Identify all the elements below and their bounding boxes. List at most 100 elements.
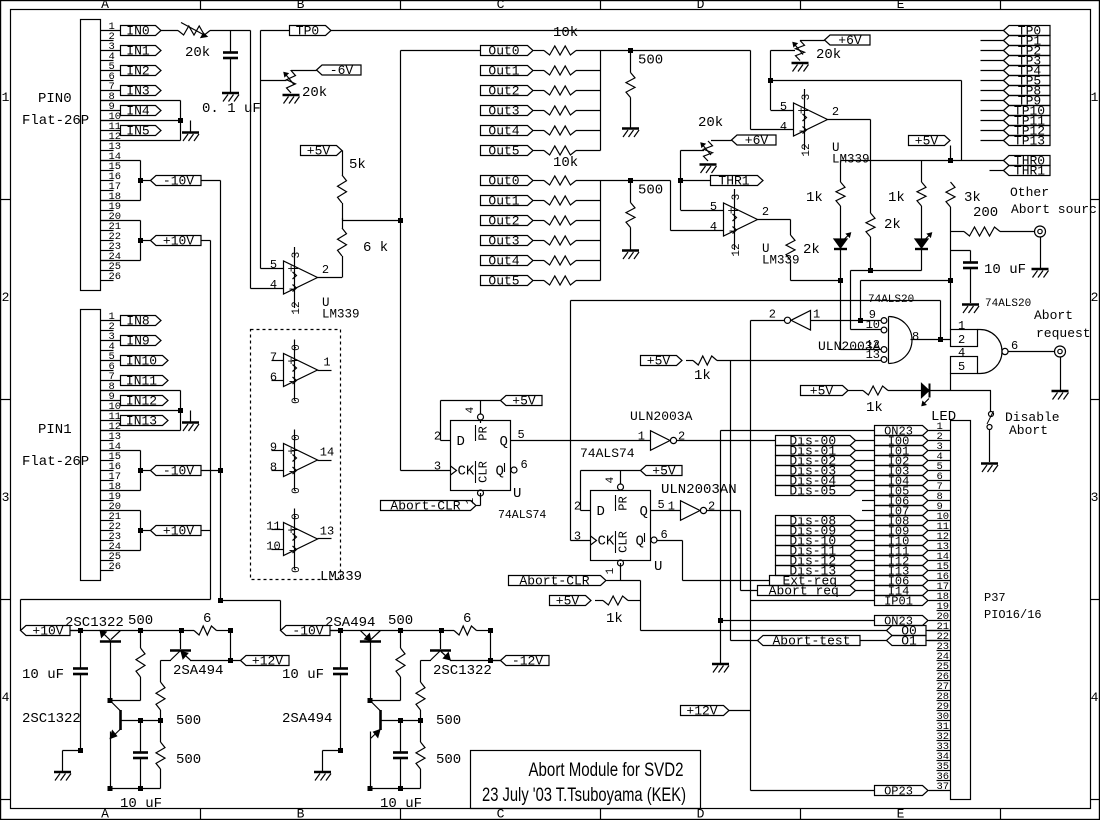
svg-text:4: 4	[2, 690, 10, 705]
svg-text:THR1: THR1	[1014, 164, 1045, 179]
svg-text:IN13: IN13	[126, 414, 157, 429]
svg-text:U: U	[513, 486, 521, 502]
svg-text:IN11: IN11	[126, 374, 157, 389]
svg-text:6: 6	[661, 528, 668, 542]
svg-text:2: 2	[678, 430, 685, 444]
svg-text:6: 6	[463, 611, 471, 627]
svg-text:19: 19	[109, 201, 122, 213]
svg-text:+5V: +5V	[647, 354, 671, 369]
svg-text:9: 9	[109, 391, 115, 403]
svg-text:+: +	[288, 524, 295, 538]
svg-text:14: 14	[937, 551, 950, 563]
svg-text:CK: CK	[458, 464, 475, 480]
svg-text:THR1: THR1	[718, 174, 749, 189]
svg-text:1: 1	[2, 90, 10, 105]
svg-text:23 July '03 T.Tsuboyama (KEK): 23 July '03 T.Tsuboyama (KEK)	[482, 785, 686, 806]
svg-text:21: 21	[109, 221, 122, 233]
svg-text:6: 6	[109, 361, 115, 373]
svg-text:20k: 20k	[302, 85, 327, 101]
svg-text:3: 3	[109, 331, 115, 343]
svg-text:+5V: +5V	[810, 384, 834, 399]
svg-text:29: 29	[937, 701, 950, 713]
svg-text:Dis-12: Dis-12	[789, 554, 836, 569]
svg-text:+12V: +12V	[252, 654, 283, 669]
svg-text:9: 9	[937, 501, 943, 513]
svg-text:15: 15	[937, 561, 950, 573]
svg-text:TP2: TP2	[1018, 44, 1041, 59]
svg-text:IN5: IN5	[126, 124, 149, 139]
svg-text:1: 1	[937, 421, 943, 433]
svg-text:27: 27	[937, 681, 950, 693]
svg-text:IN12: IN12	[126, 394, 157, 409]
svg-text:E: E	[897, 807, 905, 820]
svg-text:5: 5	[518, 428, 525, 442]
svg-text:74ALS74: 74ALS74	[580, 446, 635, 461]
svg-text:B: B	[297, 0, 305, 12]
svg-text:Out2: Out2	[488, 214, 519, 229]
svg-text:+: +	[728, 205, 735, 219]
svg-text:+: +	[288, 355, 295, 369]
svg-text:2SA494: 2SA494	[282, 711, 332, 727]
svg-text:TP12: TP12	[1014, 124, 1045, 139]
svg-text:8: 8	[109, 91, 115, 103]
svg-text:+5V: +5V	[556, 594, 580, 609]
svg-text:22: 22	[109, 521, 122, 533]
svg-text:13: 13	[866, 348, 880, 362]
svg-text:Q: Q	[500, 434, 508, 450]
svg-text:1k: 1k	[866, 400, 883, 416]
svg-text:10 uF: 10 uF	[22, 667, 64, 683]
svg-text:PIO16/16: PIO16/16	[984, 608, 1042, 622]
svg-text:PIN0: PIN0	[38, 91, 72, 107]
svg-text:10 uF: 10 uF	[380, 796, 422, 812]
svg-text:B: B	[297, 807, 305, 820]
svg-text:D: D	[457, 434, 465, 450]
svg-text:2: 2	[109, 321, 115, 333]
svg-text:9: 9	[109, 101, 115, 113]
svg-text:5: 5	[270, 258, 277, 272]
svg-text:0: 0	[291, 513, 303, 520]
svg-text:TP0: TP0	[296, 24, 319, 39]
svg-text:Out1: Out1	[488, 64, 519, 79]
svg-text:+: +	[798, 105, 805, 119]
svg-text:500: 500	[638, 183, 663, 199]
svg-text:17: 17	[109, 181, 122, 193]
svg-text:21: 21	[109, 511, 122, 523]
svg-text:5: 5	[937, 461, 943, 473]
svg-text:500: 500	[176, 713, 201, 729]
svg-text:Other: Other	[1010, 185, 1049, 200]
svg-text:U: U	[322, 296, 330, 310]
svg-text:32: 32	[937, 731, 950, 743]
svg-text:1k: 1k	[806, 190, 823, 206]
svg-text:13: 13	[109, 431, 122, 443]
svg-text:Dis-04: Dis-04	[789, 474, 836, 489]
svg-text:CK: CK	[598, 534, 615, 550]
svg-text:12: 12	[801, 143, 813, 156]
svg-text:2: 2	[937, 431, 943, 443]
svg-text:request: request	[1036, 326, 1091, 341]
svg-text:24: 24	[937, 651, 950, 663]
svg-text:1: 1	[813, 308, 820, 322]
svg-text:Dis-01: Dis-01	[789, 444, 836, 459]
svg-text:20k: 20k	[816, 47, 841, 63]
svg-text:1: 1	[1091, 90, 1099, 105]
svg-text:Out3: Out3	[488, 234, 519, 249]
svg-text:IN0: IN0	[126, 24, 149, 39]
svg-text:Out3: Out3	[488, 104, 519, 119]
svg-text:TP13: TP13	[1014, 134, 1045, 149]
svg-text:8: 8	[937, 491, 943, 503]
svg-text:IN8: IN8	[126, 314, 149, 329]
svg-text:+5V: +5V	[512, 394, 536, 409]
svg-text:TP10: TP10	[1014, 104, 1045, 119]
svg-text:19: 19	[937, 601, 950, 613]
svg-text:12: 12	[291, 301, 303, 314]
svg-text:10 uF: 10 uF	[282, 667, 324, 683]
svg-text:11: 11	[266, 520, 280, 534]
svg-text:LM339: LM339	[762, 254, 800, 268]
svg-text:IN2: IN2	[126, 64, 149, 79]
svg-text:-: -	[288, 465, 295, 479]
svg-text:Out4: Out4	[488, 124, 519, 139]
svg-text:1: 1	[109, 21, 115, 33]
svg-text:12: 12	[731, 243, 743, 256]
svg-text:74ALS74: 74ALS74	[498, 509, 546, 522]
svg-text:A: A	[101, 807, 109, 820]
